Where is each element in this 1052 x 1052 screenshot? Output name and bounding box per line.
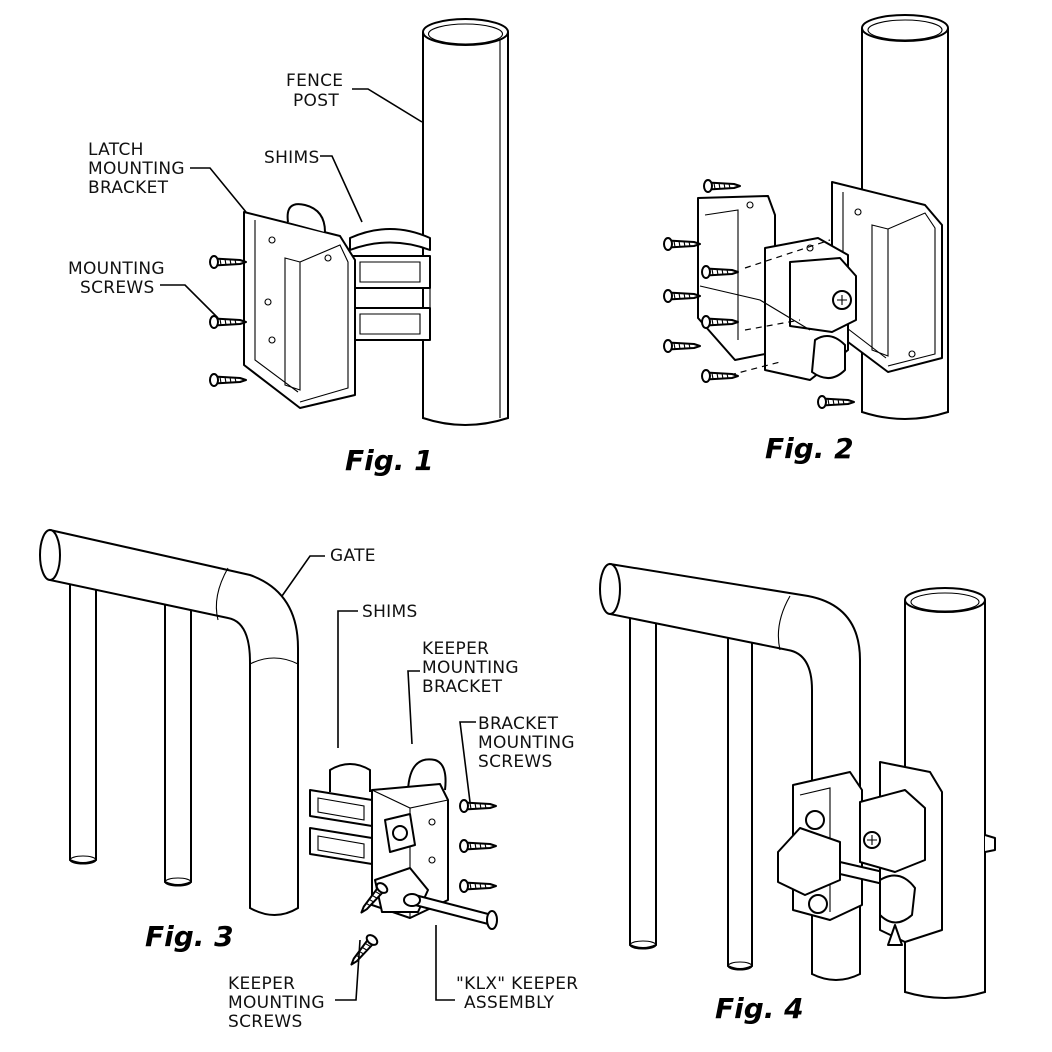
mounting-screw	[663, 289, 701, 303]
mounting-screw	[209, 373, 247, 387]
mounting-screw	[209, 255, 247, 269]
keeper-mounting-screw	[345, 932, 381, 970]
figure-3: GATE SHIMS KEEPER MOUNTING BRACKET BRACK…	[39, 528, 584, 1032]
label-bracket-mounting-screws: BRACKET MOUNTING SCREWS	[478, 714, 581, 772]
figure-caption: Fig. 2	[765, 432, 854, 465]
shims-1	[349, 228, 431, 341]
shims-3	[309, 763, 373, 865]
mounting-screw	[209, 315, 247, 329]
figure-caption: Fig. 3	[145, 920, 234, 953]
gate	[39, 528, 299, 916]
latch-mounting-bracket	[243, 203, 356, 409]
label-keeper-mounting-screws: KEEPER MOUNTING SCREWS	[228, 974, 331, 1032]
label-shims: SHIMS	[362, 602, 418, 622]
label-mounting-screws: MOUNTING SCREWS	[68, 259, 171, 298]
klx-keeper-assembly	[777, 771, 919, 921]
keeper-mounting-bracket	[371, 758, 449, 919]
label-keeper-mounting-bracket: KEEPER MOUNTING BRACKET	[422, 639, 525, 697]
figure-caption: Fig. 4	[715, 992, 804, 1025]
bracket-mounting-screw	[459, 839, 497, 853]
label-gate: GATE	[330, 546, 376, 566]
label-klx-keeper-assembly: "KLX" KEEPER ASSEMBLY	[456, 974, 584, 1013]
mounting-screw	[663, 339, 701, 353]
label-shims: SHIMS	[264, 148, 320, 168]
label-fence-post: FENCE POST	[286, 71, 349, 111]
mounting-screw	[703, 179, 741, 193]
bracket-mounting-screw	[459, 799, 497, 813]
mounting-screw	[701, 369, 739, 383]
label-latch-mounting-bracket: LATCH MOUNTING BRACKET	[88, 140, 191, 198]
figure-2: Fig. 2	[663, 14, 949, 465]
figure-4: Fig. 4	[599, 562, 996, 1025]
latch-assembly	[859, 761, 943, 946]
bracket-mounting-screw	[459, 879, 497, 893]
figure-1: FENCE POST LATCH MOUNTING BRACKET SHIMS …	[68, 18, 509, 477]
mounting-screw	[663, 237, 701, 251]
fence-post	[422, 18, 509, 426]
gate	[599, 562, 861, 981]
figure-caption: Fig. 1	[345, 444, 434, 477]
mounting-screw	[817, 395, 855, 409]
klx-keeper-assembly	[374, 867, 498, 930]
